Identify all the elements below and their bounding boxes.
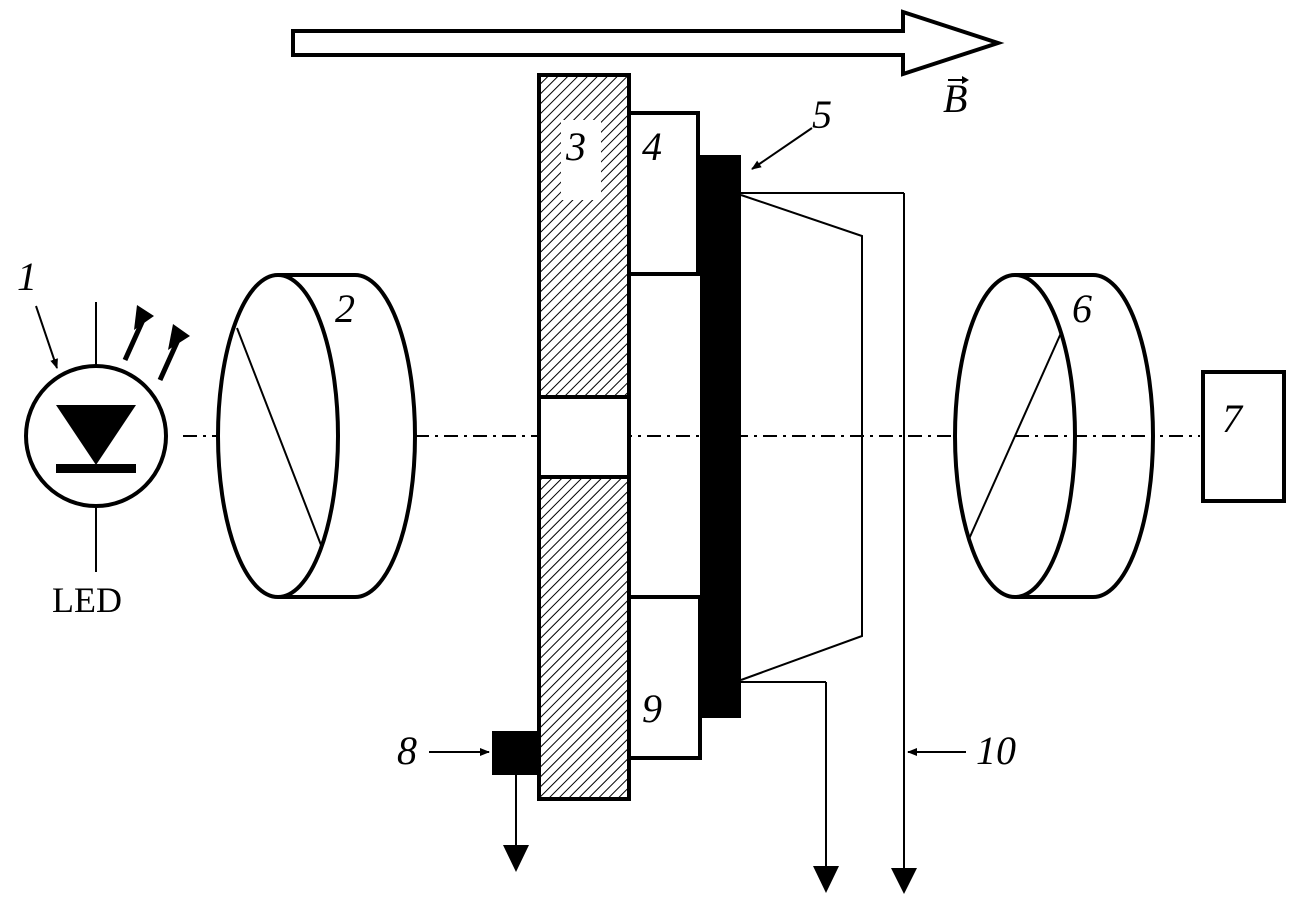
label-8: 8 (397, 728, 417, 773)
magnetic-field-arrow (291, 9, 1005, 77)
lead-wire-upper (741, 192, 917, 894)
label-pointer (35, 305, 58, 369)
label-2: 2 (335, 286, 355, 331)
label-4: 4 (642, 124, 662, 169)
sensor-8 (492, 731, 539, 872)
label-10: 10 (976, 728, 1016, 773)
hatched-substrate (537, 73, 631, 801)
label-5: 5 (812, 92, 832, 137)
block-9 (627, 595, 702, 760)
label-7: 7 (1222, 396, 1244, 441)
block-4 (627, 111, 700, 276)
polarizer-disk (216, 273, 417, 599)
label-3: 3 (565, 124, 586, 169)
light-emission-arrow (168, 324, 190, 350)
label-6: 6 (1072, 286, 1092, 331)
label-9: 9 (642, 686, 662, 731)
led-text: LED (52, 580, 122, 620)
light-emission-arrow (134, 305, 154, 330)
svg-text:B: B (943, 76, 967, 121)
led-source (24, 302, 190, 572)
black-film-5 (700, 155, 741, 718)
label-pointer (751, 127, 813, 170)
trapezoid-outline (740, 194, 863, 681)
label-1: 1 (17, 254, 37, 299)
detector-7 (1201, 370, 1286, 503)
field-label-b: B (943, 76, 969, 121)
lead-wire-lower (741, 681, 839, 893)
